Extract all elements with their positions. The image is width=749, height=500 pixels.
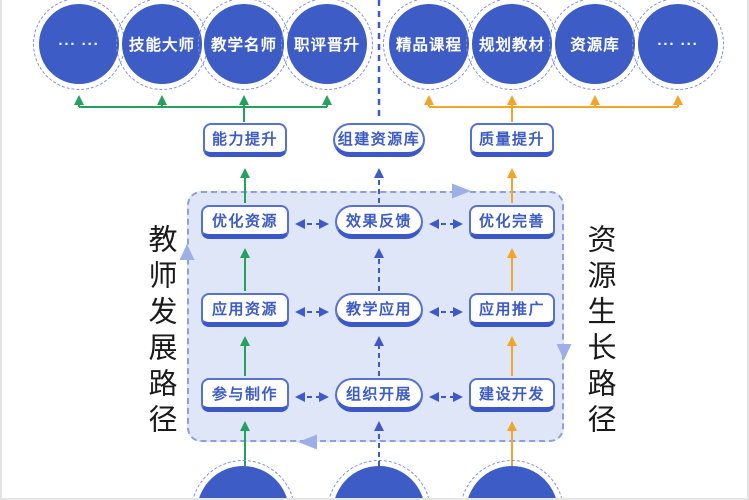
node-effect-feedback: 效果反馈 [335,205,423,239]
node-label: 效果反馈 [345,213,412,230]
node-label: 优化资源 [211,213,278,230]
node-label: 优化完善 [478,213,545,230]
node-label: ··· ··· [58,35,100,53]
node-label: 应用资源 [211,301,278,318]
node-label: 精品课程 [395,37,462,54]
label-resource-growth-path: 资源生长路径 [583,224,615,440]
node-etc-right: ··· ··· [632,0,724,90]
node-construction-development: 建设开发 [469,378,555,412]
node-optimize-resources: 优化资源 [201,205,289,239]
node-application-promotion: 应用推广 [469,293,555,327]
node-label: 建设开发 [478,386,545,403]
node-optimize-perfect: 优化完善 [469,205,555,239]
node-label: 质量提升 [478,131,545,148]
node-title-promotion: 职评晋升 [281,0,373,90]
node-label: 教学应用 [345,301,412,318]
node-planned-textbook: 规划教材 [466,0,558,90]
node-label: 教学名师 [210,37,277,54]
node-resource-library: 资源库 [549,0,641,90]
node-label: ··· ··· [657,35,699,53]
node-label: 资源库 [570,37,620,54]
node-quality-improvement: 质量提升 [470,123,554,157]
node-label: 技能大师 [128,37,195,54]
node-label: 组织开展 [345,386,412,403]
node-premium-courses: 精品课程 [383,0,475,90]
bottom-node-left [191,460,295,498]
node-apply-resources: 应用资源 [201,293,289,327]
bottom-node-center [327,460,431,498]
bottom-node-right [460,460,564,498]
node-participate-production: 参与制作 [201,378,289,412]
node-label: 参与制作 [211,386,278,403]
node-label: 应用推广 [478,301,545,318]
node-organize-development: 组织开展 [335,378,423,412]
node-label: 组建资源库 [337,131,421,148]
label-teacher-development-path: 教师发展路径 [144,224,176,440]
node-label: 能力提升 [211,131,278,148]
orange-tree-connector [424,95,683,122]
node-etc-left: ··· ··· [33,0,125,90]
node-label: 规划教材 [478,37,545,54]
node-skill-master: 技能大师 [116,0,208,90]
node-ability-improvement: 能力提升 [203,123,287,157]
node-teaching-application: 教学应用 [335,293,423,327]
green-tree-connector [74,95,332,122]
node-teaching-master: 教学名师 [198,0,290,90]
node-label: 职评晋升 [293,37,360,54]
node-build-resource-bank: 组建资源库 [333,123,425,157]
